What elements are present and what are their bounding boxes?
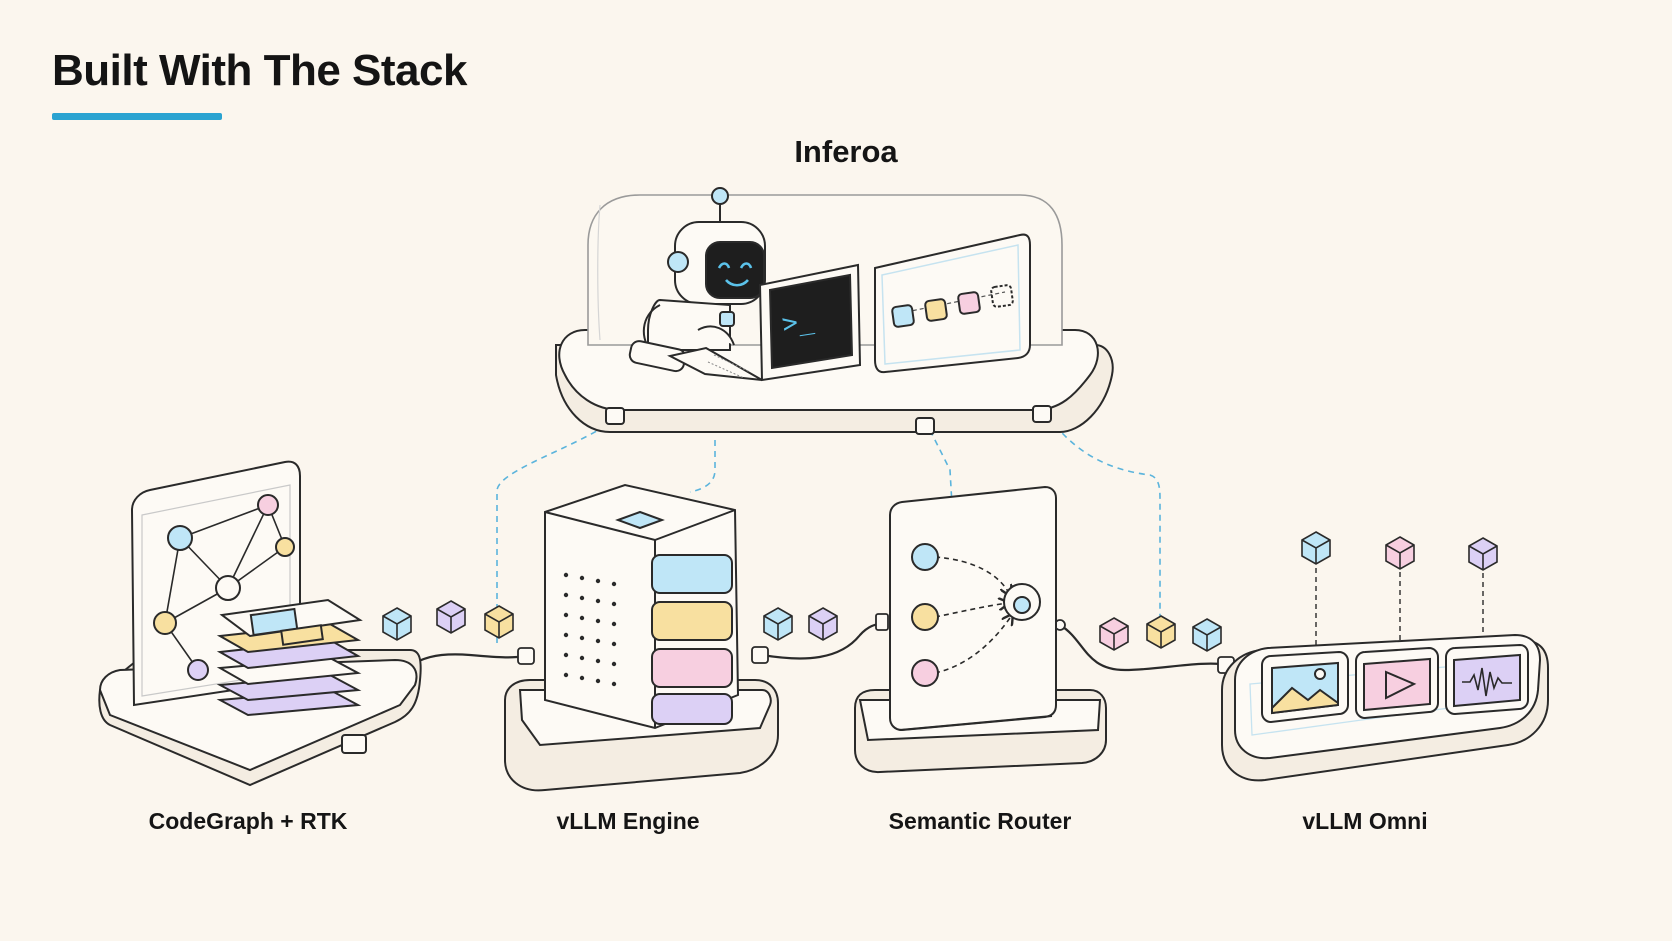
router-input-yellow [911,603,939,631]
graph-node-center [215,575,241,601]
robot-antenna [711,187,729,205]
graph-node-yellow-left [153,611,177,635]
pipeline-step-1 [891,304,915,328]
hub-to-router-link [929,429,953,506]
hub-to-engine-link [689,440,716,493]
codegraph-port [341,734,367,754]
hub-port-left [605,407,625,425]
video-card [1355,646,1439,720]
engine-slot-yellow [651,601,733,641]
token-cubes [382,531,1498,652]
graph-node-pink [257,494,279,516]
image-card [1261,650,1349,724]
engine-slot-blue [651,554,733,594]
laptop-screen [768,273,854,370]
vllm-omni-node [1221,568,1549,782]
graph-node-blue [167,525,193,551]
vllm-engine-label: vLLM Engine [556,808,700,834]
hub-node [555,187,1114,435]
hub-connections [496,419,1161,645]
title-underline [52,113,222,120]
laptop-icon [667,263,862,382]
graph-node-yellow-right [275,537,295,557]
router-input-blue [911,543,939,571]
terminal-prompt: >_ [780,305,816,340]
engine-slot-purple [651,693,733,725]
pipeline-step-4 [990,284,1014,308]
pipeline-step-3 [957,291,981,315]
engine-vent-dots [563,572,617,687]
engine-top-window [615,510,665,530]
cable-router-omni [1059,624,1231,672]
play-icon [1385,670,1417,700]
robot-body [647,298,731,351]
hub-label: Inferoa [794,134,898,169]
pipeline-panel [874,233,1031,374]
codegraph-node [98,460,422,787]
page-title: Built With The Stack [52,46,467,95]
robot-face [705,241,765,299]
router-target-core [1013,596,1031,614]
router-input-pink [911,659,939,687]
vllm-omni-label: vLLM Omni [1302,808,1428,834]
router-arrows [934,556,1012,674]
pipeline-step-2 [924,298,948,322]
codegraph-label: CodeGraph + RTK [148,808,348,834]
graph-node-purple [187,659,209,681]
hub-to-codegraph-link [496,419,616,645]
hub-port-right [1032,405,1052,423]
robot-icon [628,187,766,373]
semantic-router-label: Semantic Router [888,808,1072,834]
engine-slot-pink [651,648,733,688]
hub-port-middle [915,417,935,435]
vllm-engine-node [504,483,779,792]
document-stack [216,598,363,717]
hub-to-omni-link [1054,424,1161,640]
waveform-icon [1462,667,1512,697]
semantic-router-node [854,485,1107,774]
audio-card [1445,643,1529,716]
